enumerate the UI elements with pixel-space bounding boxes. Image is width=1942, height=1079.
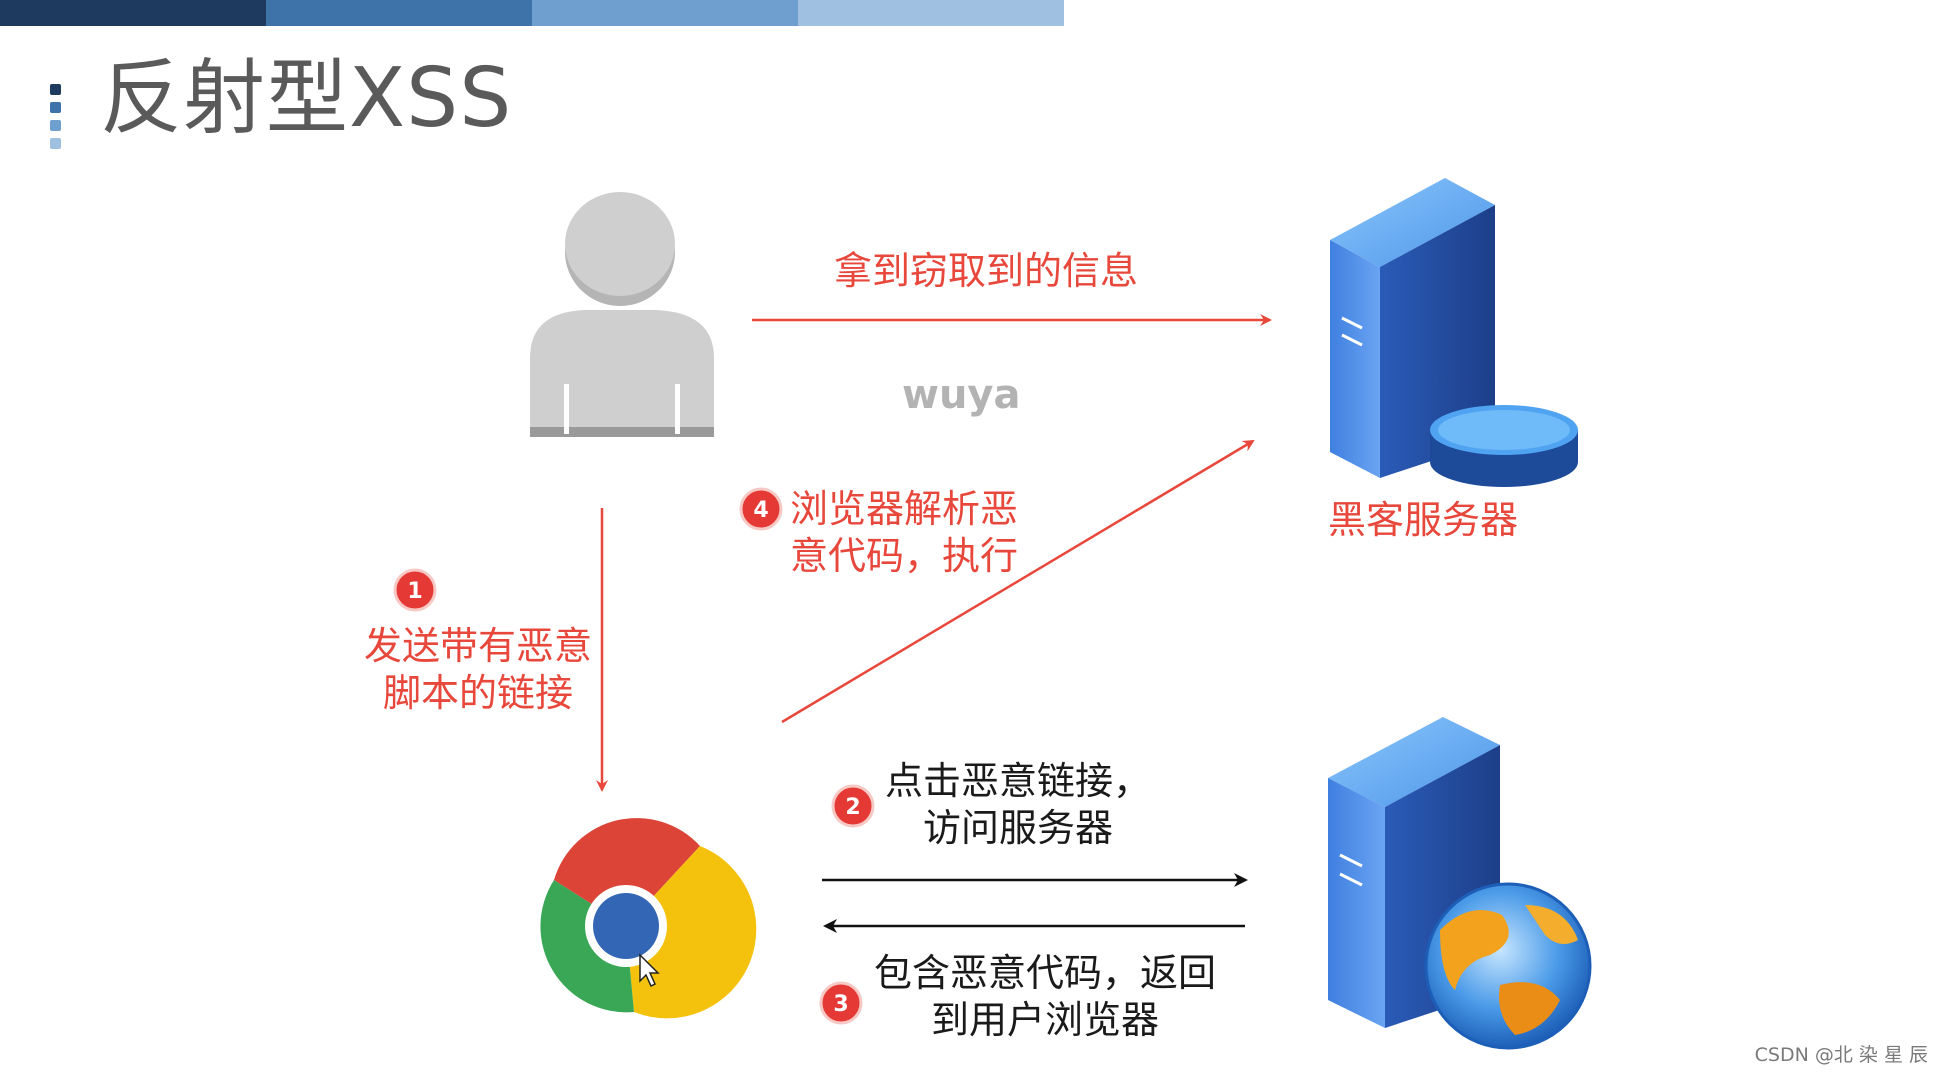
hacker-server-icon (1330, 178, 1578, 487)
step-2-line1: 点击恶意链接， (885, 759, 1152, 803)
step-1-line2: 脚本的链接 (383, 671, 574, 715)
step-1-label: 发送带有恶意 脚本的链接 (364, 623, 592, 717)
title-bullets (50, 84, 66, 156)
bullet (50, 84, 61, 95)
bullet (50, 138, 61, 149)
step-4-line2: 意代码，执行 (790, 534, 1019, 578)
hacker-server-label: 黑客服务器 (1328, 498, 1519, 542)
step-4-label: 浏览器解析恶 意代码，执行 (790, 486, 1018, 580)
step-3-line1: 包含恶意代码，返回 (874, 951, 1217, 995)
top-color-bar (0, 0, 1064, 26)
step-2-line2: 访问服务器 (923, 806, 1114, 850)
step-3-label: 包含恶意代码，返回 到用户浏览器 (874, 950, 1216, 1044)
step-4-line1: 浏览器解析恶 (790, 487, 1019, 531)
step-badge-number: 4 (753, 498, 768, 523)
step-3-line2: 到用户浏览器 (931, 998, 1160, 1042)
chrome-browser-icon (540, 818, 757, 1019)
top-bar-segment (532, 0, 798, 26)
arrow-execute (781, 439, 1255, 724)
watermark: wuya (902, 372, 1021, 418)
web-server-icon (1328, 717, 1592, 1050)
bullet (50, 102, 61, 113)
user-icon (530, 192, 714, 437)
step-badge-4: 4 (739, 487, 783, 531)
step-badge-number: 3 (833, 992, 848, 1017)
top-bar-segment (0, 0, 266, 26)
step-2-label: 点击恶意链接， 访问服务器 (885, 758, 1151, 852)
bullet (50, 120, 61, 131)
stolen-info-label: 拿到窃取到的信息 (834, 249, 1139, 293)
step-badge-1: 1 (393, 568, 437, 612)
step-badge-number: 2 (845, 795, 860, 820)
top-bar-segment (798, 0, 1064, 26)
cursor-icon (639, 953, 660, 988)
top-bar-segment (266, 0, 532, 26)
step-1-line1: 发送带有恶意 (364, 624, 593, 668)
step-badge-3: 3 (819, 981, 863, 1025)
step-badge-number: 1 (407, 579, 422, 604)
footer-credit: CSDN @北 染 星 辰 (1754, 1044, 1928, 1066)
step-badge-2: 2 (831, 784, 875, 828)
page-title: 反射型XSS (100, 51, 513, 146)
